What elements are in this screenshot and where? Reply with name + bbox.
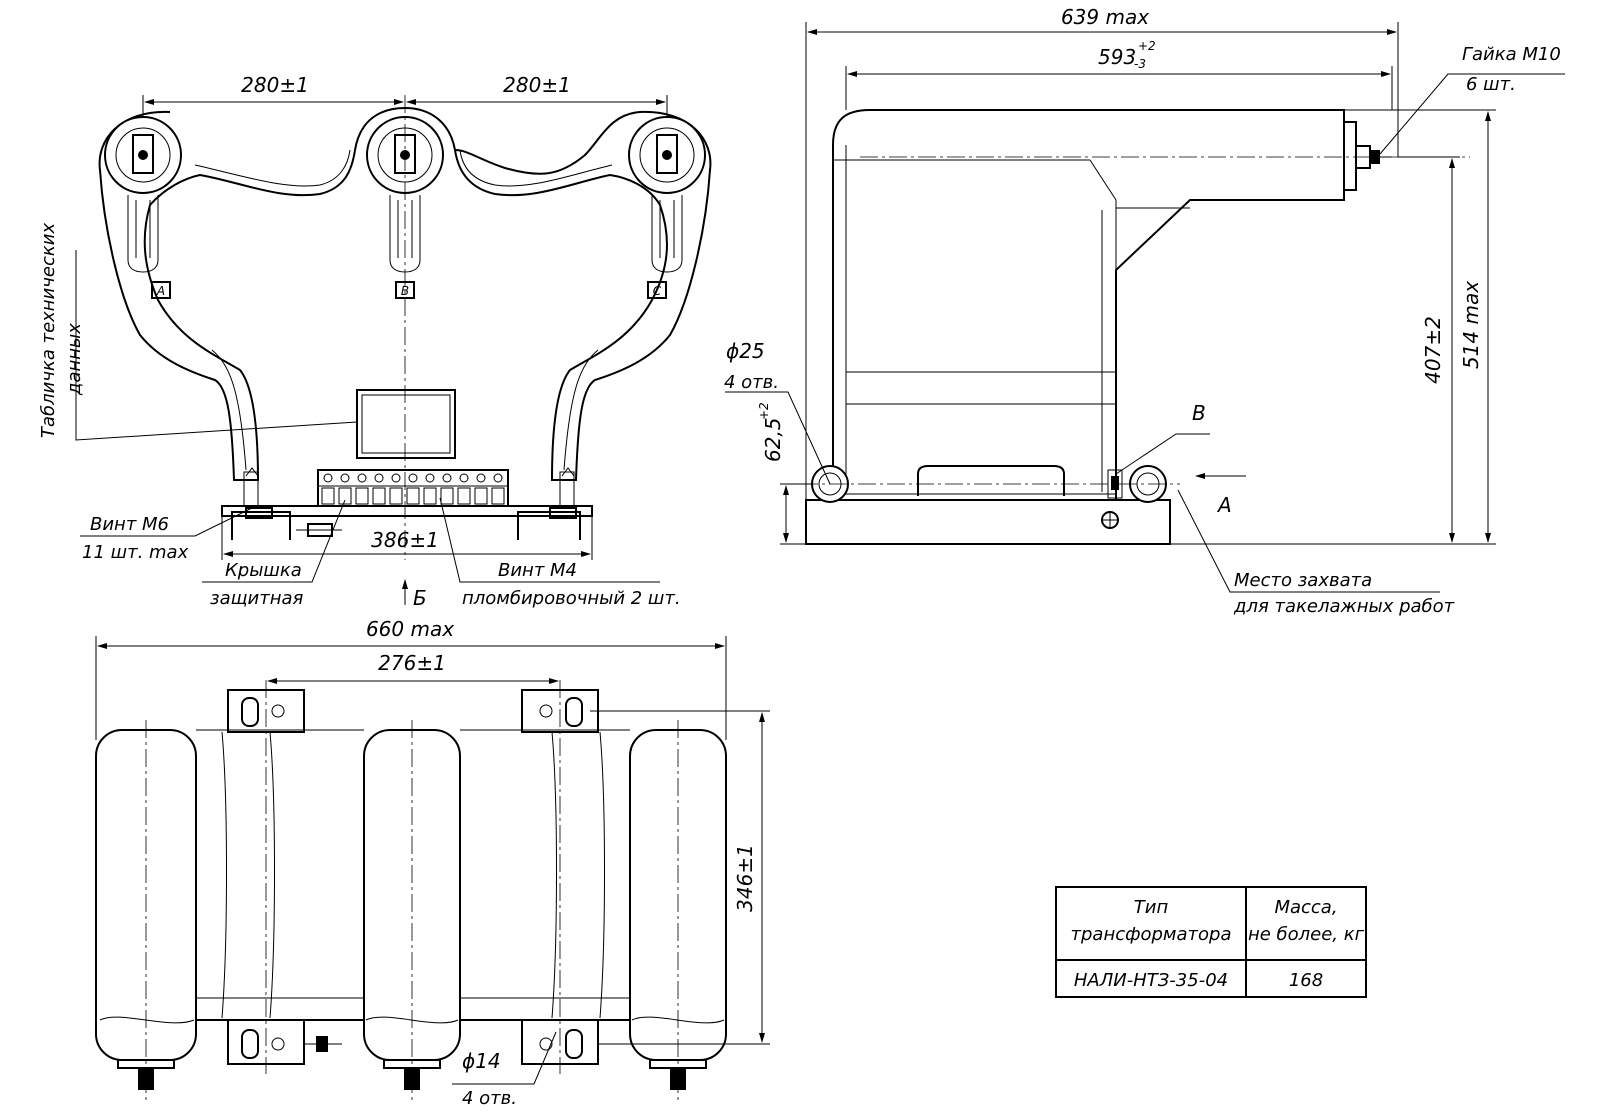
terminal-cell [474, 487, 488, 505]
terminal-screw [323, 473, 333, 483]
dim-pitch-left: 280±1 [241, 73, 309, 97]
view-label-a: А [1216, 493, 1232, 517]
label-nut-line2: 6 шт. [1466, 74, 1516, 95]
dim-body-length-tol-lower: -3 [1134, 57, 1146, 71]
label-lifting-line2: для такелажных работ [1233, 596, 1455, 617]
dim-overall-length: 639 max [1061, 5, 1149, 29]
label-cover-line1: Крышка [225, 560, 302, 581]
terminal-screw [442, 473, 452, 483]
dim-overall-height: 514 max [1459, 281, 1483, 369]
spec-table: Тип трансформатора Масса, не более, кг Н… [1055, 886, 1367, 998]
label-screw-m6-line1: Винт М6 [90, 514, 169, 535]
terminal-screw [459, 473, 469, 483]
terminal-screw [340, 473, 350, 483]
label-top-hole-dia: ϕ14 [462, 1049, 501, 1073]
front-yoke-outline [98, 106, 712, 481]
terminal-screw [357, 473, 367, 483]
label-side-hole-dia: ϕ25 [726, 339, 765, 363]
phase-label-c: C [653, 284, 662, 298]
dim-mount-spacing: 276±1 [378, 651, 446, 675]
dim-body-length-base: 593 [1098, 45, 1136, 69]
side-body-outline [832, 109, 1345, 500]
label-lifting-line1: Место захвата [1234, 570, 1372, 591]
table-header-type-line1: Тип [1134, 897, 1169, 918]
side-base [805, 499, 1171, 545]
terminal-screw [425, 473, 435, 483]
table-header-type-line2: трансформатора [1071, 924, 1232, 945]
nameplate [356, 389, 456, 459]
table-row-mass: 168 [1289, 970, 1323, 991]
bushing-c [628, 116, 706, 273]
dim-hole-height-tol: +2 [757, 402, 771, 420]
phase-label-a: A [156, 284, 165, 298]
label-screw-m4-line1: Винт М4 [498, 560, 577, 581]
terminal-cell [406, 487, 420, 505]
terminal-cell [457, 487, 471, 505]
terminal-cell [440, 487, 454, 505]
top-view: 660 max 276±1 346±1 ϕ14 4 отв. [95, 617, 770, 1109]
dim-base-width: 386±1 [371, 528, 439, 552]
label-screw-m4-line2: пломбировочный 2 шт. [462, 588, 681, 609]
terminal-cell [355, 487, 369, 505]
label-nameplate-line2: данных [64, 323, 85, 396]
dim-terminal-height: 407±2 [1421, 316, 1445, 384]
terminal-screw [493, 473, 503, 483]
terminal-cell [338, 487, 352, 505]
table-header-mass-line2: не более, кг [1248, 924, 1365, 945]
terminal-screw [408, 473, 418, 483]
label-nameplate-line1: Табличка технических [38, 223, 59, 438]
terminal-screw [374, 473, 384, 483]
terminal-cell [389, 487, 403, 505]
dim-hole-height-base: 62,5 [761, 417, 785, 462]
dim-body-length-tol-upper: +2 [1138, 39, 1156, 53]
terminal-cell [423, 487, 437, 505]
label-cover-line2: защитная [210, 588, 304, 609]
top-view-terminals [117, 1059, 707, 1090]
mount-holes [241, 697, 583, 1059]
table-row-type: НАЛИ-НТЗ-35-04 [1074, 970, 1228, 991]
terminal-cell [491, 487, 505, 505]
terminal-screw [476, 473, 486, 483]
table-header-mass-line1: Масса, [1274, 897, 1337, 918]
dim-depth: 346±1 [733, 844, 757, 912]
terminal-cell [372, 487, 386, 505]
label-nut-line1: Гайка М10 [1462, 44, 1561, 65]
terminal-block [317, 469, 509, 507]
front-view: A B C 280±1 2 [38, 73, 712, 610]
dim-pitch-right: 280±1 [503, 73, 571, 97]
terminal-cell [321, 487, 335, 505]
label-side-hole-count: 4 отв. [724, 372, 779, 393]
view-arrow-b: Б [413, 586, 427, 610]
view-label-v: В [1192, 401, 1206, 425]
label-screw-m6-line2: 11 шт. max [82, 542, 189, 563]
dim-overall-width: 660 max [366, 617, 454, 641]
terminal-screw [391, 473, 401, 483]
label-top-hole-count: 4 отв. [462, 1088, 517, 1109]
bushing-a [104, 116, 182, 273]
side-view: 639 max 593 +2 -3 Гайка М10 6 шт. 407±2 … [724, 5, 1565, 617]
